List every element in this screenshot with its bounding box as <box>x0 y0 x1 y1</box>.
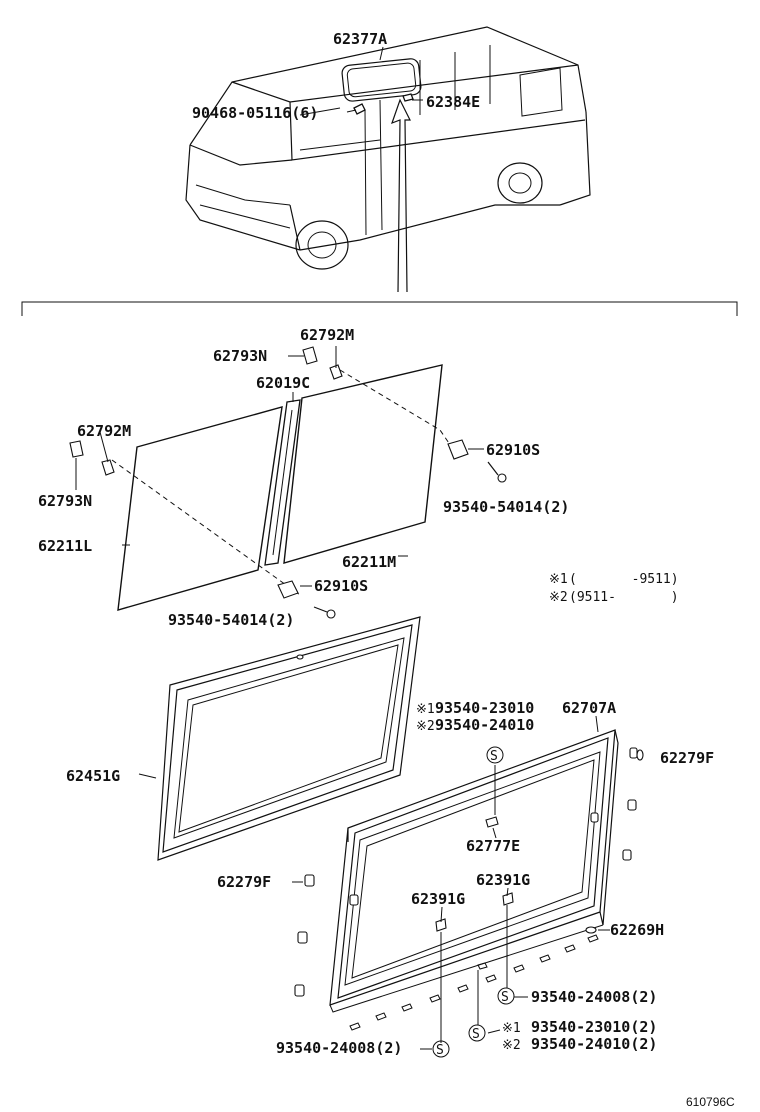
label-62019C: 62019C <box>256 374 310 392</box>
note-mark-1-top: ※1 <box>416 702 435 717</box>
label-93540-24008-left: 93540-24008(2) <box>276 1039 402 1057</box>
svg-text:S: S <box>472 1027 480 1042</box>
clip-62792M-top <box>329 364 343 380</box>
svg-text:S: S <box>501 990 509 1005</box>
note-mark-2-top: ※2 <box>416 719 435 734</box>
label-62792M-left: 62792M <box>77 422 131 440</box>
guide-62777E <box>485 816 499 828</box>
label-93540-54014-right: 93540-54014(2) <box>443 498 569 516</box>
glass-62211M <box>283 364 443 564</box>
label-90468-05116: 90468-05116(6) <box>192 104 318 122</box>
label-62777E: 62777E <box>466 837 520 855</box>
legend-range-1: ( -9511) <box>569 572 679 587</box>
label-62910S-right: 62910S <box>486 441 540 459</box>
label-62391G-right: 62391G <box>476 871 530 889</box>
label-62211L: 62211L <box>38 537 92 555</box>
label-62269H: 62269H <box>610 921 664 939</box>
label-62211M: 62211M <box>342 553 396 571</box>
s-symbol-middle: S <box>468 1024 486 1042</box>
section-divider <box>21 301 738 316</box>
legend-range-2: (9511- ) <box>569 590 679 605</box>
clip-62792M-left <box>101 459 115 476</box>
stopper-62391G-right <box>502 892 514 906</box>
figure-id: 610796C <box>686 1095 735 1109</box>
legend: ※1 ( -9511) ※2 (9511- ) <box>549 572 679 605</box>
label-93540-24008-right: 93540-24008(2) <box>531 988 657 1006</box>
glass-panels <box>69 346 507 619</box>
note-mark-2-bottom: ※2 <box>502 1038 521 1053</box>
s-symbol-left: S <box>432 1040 450 1058</box>
s-symbol-top: S <box>486 746 504 764</box>
label-93540-23010-bottom: 93540-23010(2) <box>531 1018 657 1036</box>
part-labels: 62377A 90468-05116(6) 62384E 62792M 6279… <box>38 30 714 1057</box>
stopper-62391G-left <box>435 918 447 932</box>
label-93540-23010-top: 93540-23010 <box>435 699 534 717</box>
note-mark-1-bottom: ※1 <box>502 1021 521 1036</box>
label-62279F-right: 62279F <box>660 749 714 767</box>
label-62451G: 62451G <box>66 767 120 785</box>
label-62384E: 62384E <box>426 93 480 111</box>
latch-62910S-right <box>447 439 469 460</box>
label-93540-24010-top: 93540-24010 <box>435 716 534 734</box>
svg-text:S: S <box>490 749 498 764</box>
legend-mark-1: ※1 <box>549 572 568 587</box>
svg-text:S: S <box>436 1043 444 1058</box>
legend-mark-2: ※2 <box>549 590 568 605</box>
clip-62793N-top <box>302 346 318 365</box>
s-symbol-right: S <box>497 987 515 1005</box>
screw-93540-54014-left <box>313 606 336 619</box>
frame-62707A: S S S S <box>292 715 644 1058</box>
screw-93540-54014-right <box>487 461 507 483</box>
label-93540-54014-left: 93540-54014(2) <box>168 611 294 629</box>
label-62910S-left: 62910S <box>314 577 368 595</box>
label-62377A: 62377A <box>333 30 387 48</box>
clip-62793N-left <box>69 440 84 458</box>
latch-62910S-left <box>277 580 299 599</box>
label-62793N-top: 62793N <box>213 347 267 365</box>
label-62792M-top: 62792M <box>300 326 354 344</box>
label-93540-24010-bottom: 93540-24010(2) <box>531 1035 657 1053</box>
label-62707A: 62707A <box>562 699 616 717</box>
weatherstrip-62451G <box>138 616 421 861</box>
label-62793N-left: 62793N <box>38 492 92 510</box>
glass-62211L <box>117 406 283 611</box>
label-62391G-left: 62391G <box>411 890 465 908</box>
van-illustration <box>185 26 591 293</box>
label-62279F-left: 62279F <box>217 873 271 891</box>
